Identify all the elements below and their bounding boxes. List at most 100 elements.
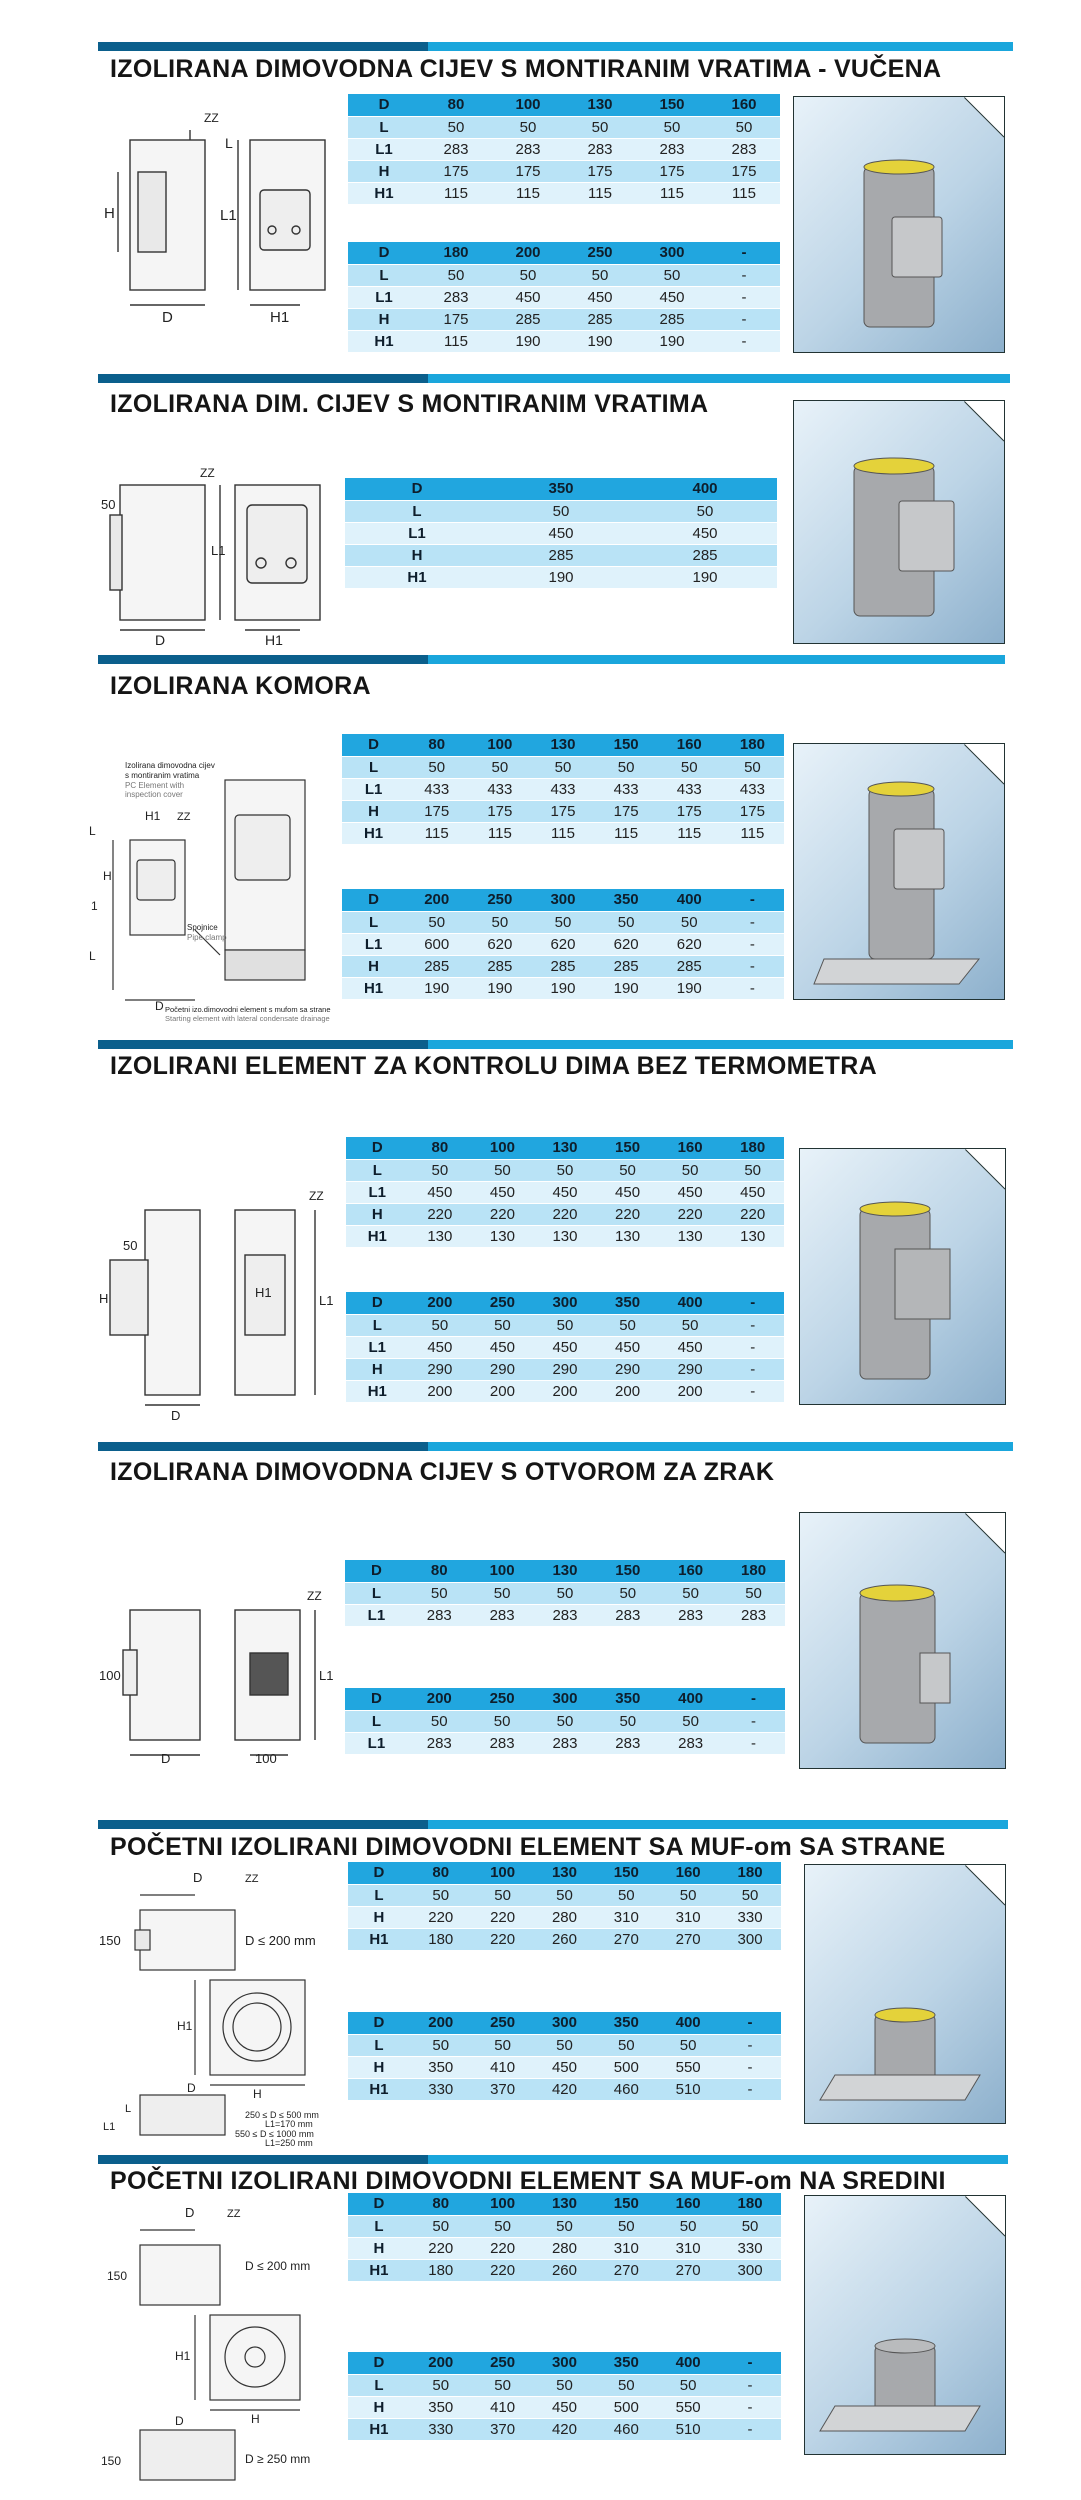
table-cell: 80	[409, 2193, 472, 2216]
section-divider	[98, 374, 1010, 383]
table-cell: 50	[658, 1314, 722, 1337]
table-cell: 285	[633, 544, 777, 567]
drawing-note: L1=250 mm	[265, 2138, 313, 2148]
product-photo	[793, 743, 1005, 1000]
table-cell: 50	[533, 1314, 597, 1337]
table-cell: -	[719, 2012, 781, 2035]
table-cell: 400	[659, 1688, 723, 1711]
technical-drawing: ZZ 50 H H1 L1 D	[99, 1189, 333, 1423]
row-label: H1	[342, 822, 406, 845]
row-label: L	[348, 2374, 410, 2397]
table-cell: 50	[471, 2034, 534, 2057]
table-cell: 300	[636, 242, 708, 265]
section-title: POČETNI IZOLIRANI DIMOVODNI ELEMENT SA M…	[110, 2167, 946, 2195]
table-cell: 175	[420, 308, 492, 331]
table-cell: -	[708, 286, 780, 309]
table-cell: 50	[471, 2374, 534, 2397]
row-label: D	[342, 734, 406, 757]
table-cell: 283	[722, 1604, 785, 1627]
table-cell: 283	[596, 1732, 660, 1755]
table-cell: 310	[595, 1906, 658, 1929]
section-title: IZOLIRANA DIMOVODNA CIJEV S OTVOROM ZA Z…	[110, 1458, 775, 1486]
table-cell: -	[721, 1314, 784, 1337]
section-title: IZOLIRANA KOMORA	[110, 672, 371, 700]
table-cell: 450	[533, 1181, 597, 1204]
table-cell: 100	[470, 1560, 534, 1583]
section-montirana-vrata: IZOLIRANA DIM. CIJEV S MONTIRANIM VRATIM…	[0, 374, 1081, 665]
table-cell: 283	[470, 1732, 534, 1755]
table-cell: -	[721, 1336, 784, 1359]
table-cell: 50	[409, 1884, 472, 1907]
row-label: L1	[348, 138, 420, 161]
table-cell: 433	[657, 778, 721, 801]
table-cell: 50	[595, 1884, 658, 1907]
table-cell: 180	[720, 734, 784, 757]
dim-label: ZZ	[200, 466, 215, 480]
table-cell: 50	[596, 1710, 660, 1733]
row-label: H1	[348, 2418, 410, 2441]
row-label: H	[348, 2056, 410, 2079]
drawing-note: inspection cover	[125, 790, 183, 799]
table-cell: 100	[492, 94, 564, 117]
table-cell: 500	[595, 2396, 658, 2419]
table-cell: 550	[657, 2056, 720, 2079]
row-label: H	[342, 955, 406, 978]
table-cell: 450	[564, 286, 636, 309]
table-cell: 50	[636, 264, 708, 287]
row-label: D	[345, 1560, 408, 1583]
table-cell: 80	[409, 1862, 472, 1885]
table-cell: 175	[564, 160, 636, 183]
table-cell: 50	[533, 2215, 596, 2238]
table-cell: 250	[470, 1688, 534, 1711]
row-label: D	[348, 2193, 410, 2216]
table-cell: 50	[405, 911, 469, 934]
table-cell: 115	[531, 822, 595, 845]
row-label: H1	[348, 1928, 410, 1951]
table-cell: -	[719, 2418, 781, 2441]
table-cell: -	[719, 2352, 781, 2375]
table-cell: 283	[492, 138, 564, 161]
table-cell: 200	[408, 1292, 472, 1315]
table-cell: 190	[594, 977, 658, 1000]
dim-label: ZZ	[204, 111, 219, 125]
table-cell: 190	[531, 977, 595, 1000]
dim-label: 100	[99, 1668, 121, 1683]
section-kontrola-dima: IZOLIRANI ELEMENT ZA KONTROLU DIMA BEZ T…	[0, 1030, 1081, 1430]
table-cell: 50	[531, 911, 595, 934]
table-cell: 450	[471, 1181, 534, 1204]
table-cell: 180	[721, 1137, 784, 1160]
table-cell: -	[720, 955, 784, 978]
section-divider	[98, 1040, 1013, 1049]
table-cell: 283	[564, 138, 636, 161]
table-cell: 200	[596, 1380, 659, 1403]
row-label: H	[345, 544, 489, 567]
table-cell: 150	[594, 734, 658, 757]
table-cell: -	[721, 1380, 784, 1403]
row-label: D	[342, 889, 406, 912]
dim-label: H	[104, 205, 115, 222]
table-cell: 290	[658, 1358, 722, 1381]
table-cell: 280	[533, 2237, 596, 2260]
table-cell: 190	[564, 330, 636, 353]
table-cell: 460	[595, 2418, 658, 2441]
dim-label: D	[161, 1751, 170, 1765]
table-cell: 300	[533, 2012, 596, 2035]
row-label: L1	[346, 1336, 409, 1359]
dim-label: D	[162, 309, 173, 326]
dim-label: D	[155, 632, 165, 648]
table-cell: 300	[719, 1928, 781, 1951]
table-cell: 175	[531, 800, 595, 823]
row-label: H1	[348, 2078, 410, 2101]
table-cell: 175	[420, 160, 492, 183]
table-cell: 150	[596, 1560, 660, 1583]
product-photo	[804, 1864, 1006, 2124]
dim-label: D	[155, 999, 164, 1013]
